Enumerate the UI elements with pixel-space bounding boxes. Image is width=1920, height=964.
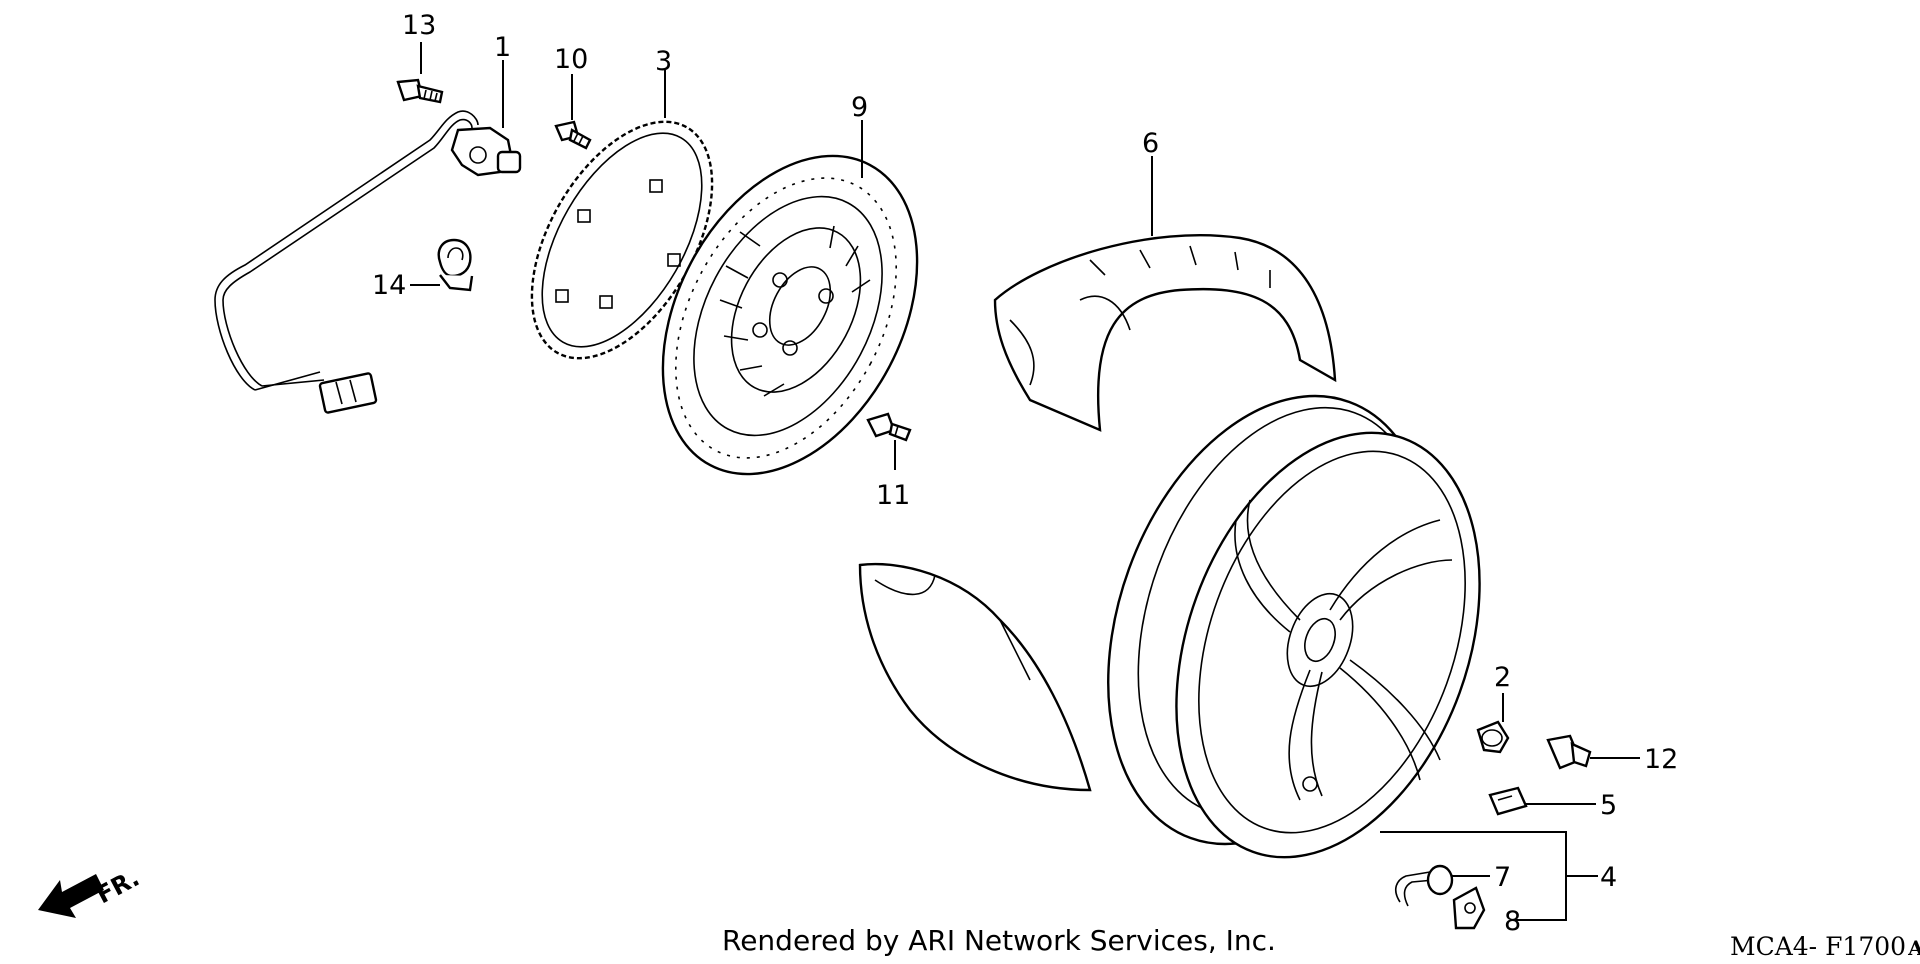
bolt-10-icon	[554, 120, 592, 150]
bolt-13-icon	[396, 78, 444, 104]
footer-credit: Rendered by ARI Network Services, Inc.	[722, 924, 1276, 957]
callout-13: 13	[402, 10, 436, 41]
callout-7: 7	[1494, 862, 1511, 893]
rear-tire	[858, 234, 1337, 792]
callout-1: 1	[494, 32, 511, 63]
diagram-code-suffix: A	[1907, 936, 1920, 959]
nut-12-icon	[1546, 734, 1592, 770]
clip-5-icon	[1488, 786, 1528, 816]
clamp-14-icon	[437, 238, 474, 292]
callout-8: 8	[1504, 906, 1521, 937]
callout-14: 14	[372, 270, 406, 301]
valve-cap-2-icon	[1476, 720, 1510, 754]
callout-5: 5	[1600, 790, 1617, 821]
weight-8-icon	[1452, 886, 1486, 930]
callout-3: 3	[655, 46, 672, 77]
sensor-connector	[318, 372, 378, 414]
rear-wheel-rim	[1107, 394, 1481, 859]
callout-11: 11	[876, 480, 910, 511]
callout-10: 10	[554, 44, 588, 75]
callout-4: 4	[1600, 862, 1617, 893]
callout-12: 12	[1644, 744, 1678, 775]
callout-6: 6	[1142, 128, 1159, 159]
valve-7-icon	[1394, 864, 1454, 907]
callout-2: 2	[1494, 662, 1511, 693]
brake-disc	[661, 154, 919, 476]
direction-label: FR.	[92, 864, 144, 910]
callout-labels: 13 1 10 3 9 6 14 11 2 12 5 4 7 8	[372, 10, 1678, 937]
bolt-11-icon	[866, 412, 912, 442]
leader-lines	[410, 42, 1640, 921]
callout-9: 9	[851, 92, 868, 123]
diagram-code-main: MCA4- F1700	[1730, 932, 1906, 959]
front-direction-arrow-icon: FR.	[38, 864, 144, 918]
speed-sensor-assembly	[214, 110, 522, 414]
